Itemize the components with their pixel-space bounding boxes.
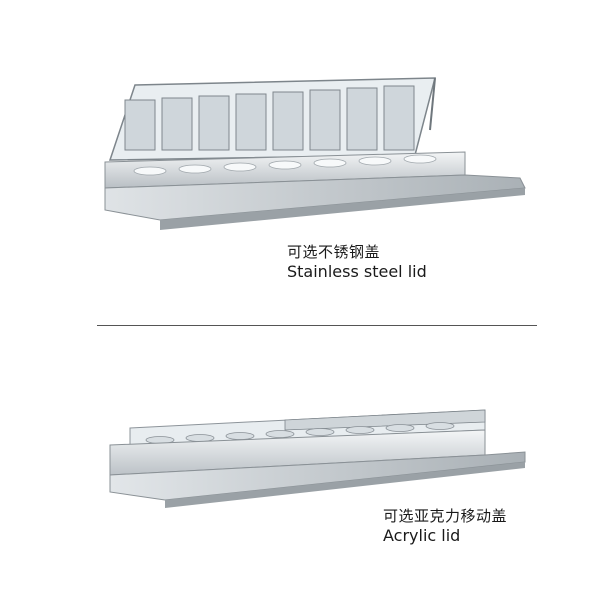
acrylic-lid-counter-image xyxy=(109,409,526,508)
stainless-lid-caption-zh: 可选不锈钢盖 xyxy=(287,243,381,261)
acrylic-lid-caption-en: Acrylic lid xyxy=(383,525,461,545)
stainless-lid-caption-en: Stainless steel lid xyxy=(287,261,427,281)
section-divider xyxy=(97,325,537,326)
stainless-lid-counter-image xyxy=(104,77,526,230)
stainless-lid-caption: 可选不锈钢盖 Stainless steel lid xyxy=(287,243,427,282)
acrylic-lid-caption-zh: 可选亚克力移动盖 xyxy=(383,507,508,525)
acrylic-lid-caption: 可选亚克力移动盖 Acrylic lid xyxy=(383,507,507,546)
